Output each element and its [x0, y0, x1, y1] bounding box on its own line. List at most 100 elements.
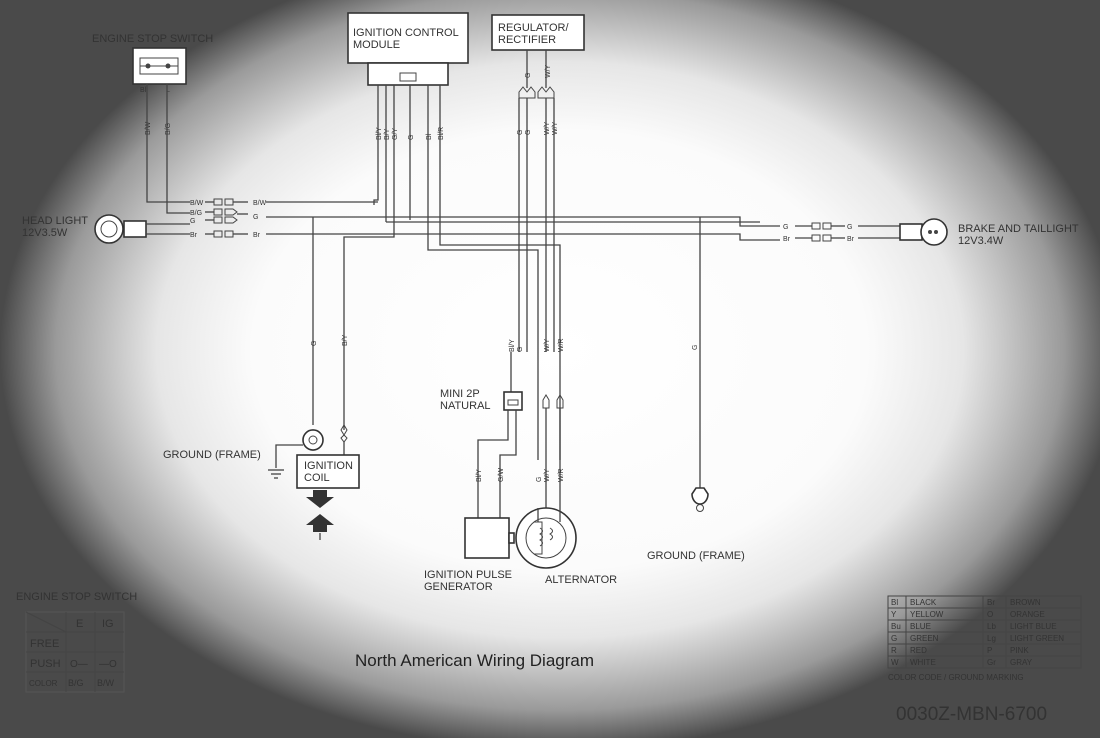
coil-left-code: G — [311, 341, 318, 346]
mini-2p-label-line2: NATURAL — [440, 400, 491, 412]
head-light — [94, 214, 147, 244]
mid-wire-code-2: G — [517, 347, 524, 352]
color-legend-cell: LIGHT BLUE — [1010, 622, 1057, 631]
switch-table-push-ig: —O — [99, 659, 117, 670]
color-legend-cell: Bl — [891, 598, 898, 607]
tail-left-code-1: G — [783, 224, 788, 231]
regulator-label-line2: RECTIFIER — [498, 34, 556, 46]
reg-top-code-2: W/Y — [545, 64, 552, 78]
switch-side-code-2: B/G — [165, 123, 172, 135]
mid-wire-code-3: W/Y — [544, 338, 551, 352]
alternator — [515, 507, 577, 569]
head-right-code-1: B/W — [253, 200, 267, 207]
color-legend-cell: Y — [891, 610, 897, 619]
ignition-coil-label-line1: IGNITION — [304, 460, 353, 472]
pulse-generator-label-line1: IGNITION PULSE — [424, 569, 512, 581]
regulator-rectifier — [491, 14, 585, 51]
icm-wire-code-5: Bl — [426, 133, 433, 140]
part-number: 0030Z-MBN-6700 — [896, 704, 1047, 725]
brake-taillight-rating: 12V3.4W — [958, 235, 1004, 247]
color-legend-cell: WHITE — [910, 658, 936, 667]
head-left-code-1: B/W — [190, 200, 204, 207]
tail-right-code-1: G — [847, 224, 852, 231]
color-legend-cell: Bu — [891, 622, 901, 631]
switch-wire-code-1: Bl — [140, 87, 147, 94]
ignition-coil-label-line2: COIL — [304, 472, 330, 484]
color-legend-cell: GRAY — [1010, 658, 1033, 667]
ignition-control-module — [347, 12, 469, 86]
mini-2p-label-line1: MINI 2P — [440, 388, 480, 400]
coil-right-code: B/Y — [342, 334, 349, 346]
ground-frame-left-terminal — [268, 429, 324, 479]
tail-left-code-2: Br — [783, 236, 791, 243]
alt-wire-code-3: G — [536, 477, 543, 482]
mini-2p-connector — [503, 391, 523, 411]
alternator-label: ALTERNATOR — [545, 574, 617, 586]
color-legend-cell: W — [891, 658, 899, 667]
pulse-generator-label-line2: GENERATOR — [424, 581, 493, 593]
color-legend-cell: ORANGE — [1010, 610, 1045, 619]
switch-side-code-1: B/W — [145, 121, 152, 135]
color-legend-cell: O — [987, 610, 993, 619]
head-left-code-2: B/G — [190, 210, 202, 217]
right-ground-code: G — [692, 345, 699, 350]
ignition-coil — [296, 454, 360, 540]
color-legend-cell: Lg — [987, 634, 996, 643]
ground-frame-right-terminal — [691, 487, 709, 512]
color-legend-footer: COLOR CODE / GROUND MARKING — [888, 673, 1024, 682]
head-light-rating: 12V3.5W — [22, 227, 68, 239]
reg-wire-code-3: W/Y — [544, 121, 551, 135]
switch-table-row-push: PUSH — [30, 658, 61, 670]
switch-table-header-ig: IG — [102, 618, 114, 630]
reg-wire-code-1: G — [517, 130, 524, 135]
switch-wire-code-2: L — [166, 87, 170, 94]
engine-stop-switch — [132, 47, 187, 85]
switch-table-row-color: COLOR — [29, 679, 58, 688]
ground-frame-right-label: GROUND (FRAME) — [647, 550, 745, 562]
color-legend-cell: G — [891, 634, 897, 643]
switch-table — [25, 611, 125, 693]
head-light-label: HEAD LIGHT — [22, 215, 88, 227]
ground-frame-left-label: GROUND (FRAME) — [163, 449, 261, 461]
icm-wire-code-3: G/Y — [392, 128, 399, 140]
alt-wire-code-4: W/Y — [544, 468, 551, 482]
color-legend-cell: Br — [987, 598, 995, 607]
tail-right-code-2: Br — [847, 236, 855, 243]
icm-label-line2: MODULE — [353, 39, 400, 51]
color-legend-cell: BROWN — [1010, 598, 1041, 607]
head-connectors — [213, 198, 238, 238]
regulator-connector — [518, 86, 555, 99]
head-left-code-3: G — [190, 218, 195, 225]
head-right-code-3: Br — [253, 232, 261, 239]
diagram-title: North American Wiring Diagram — [355, 651, 594, 670]
color-legend-cell: R — [891, 646, 897, 655]
tail-connectors — [811, 222, 832, 242]
switch-table-color-e: B/G — [68, 678, 84, 688]
alt-wire-code-2: G/W — [498, 468, 505, 482]
color-legend-cell: BLUE — [910, 622, 931, 631]
brake-taillight — [899, 218, 948, 246]
switch-table-title: ENGINE STOP SWITCH — [16, 591, 137, 603]
reg-wire-code-4: W/Y — [552, 121, 559, 135]
icm-wire-code-6: Bl/R — [438, 127, 445, 140]
switch-table-row-free: FREE — [30, 638, 59, 650]
mid-wire-code-1: Bl/Y — [509, 339, 516, 352]
reg-wire-code-2: G — [525, 130, 532, 135]
brake-taillight-label: BRAKE AND TAILLIGHT — [958, 223, 1079, 235]
engine-stop-switch-label: ENGINE STOP SWITCH — [92, 33, 213, 45]
regulator-label-line1: REGULATOR/ — [498, 22, 569, 34]
head-right-code-2: G — [253, 214, 258, 221]
color-legend-cell: LIGHT GREEN — [1010, 634, 1064, 643]
alt-inline-connectors — [542, 394, 564, 409]
icm-label-line1: IGNITION CONTROL — [353, 27, 459, 39]
alt-wire-code-1: Bl/Y — [476, 469, 483, 482]
coil-connector — [340, 424, 348, 443]
reg-top-code-1: G — [525, 73, 532, 78]
alt-wire-code-5: W/R — [558, 468, 565, 482]
color-legend-cell: GREEN — [910, 634, 939, 643]
color-legend-cell: BLACK — [910, 598, 937, 607]
color-legend-cell: PINK — [1010, 646, 1029, 655]
